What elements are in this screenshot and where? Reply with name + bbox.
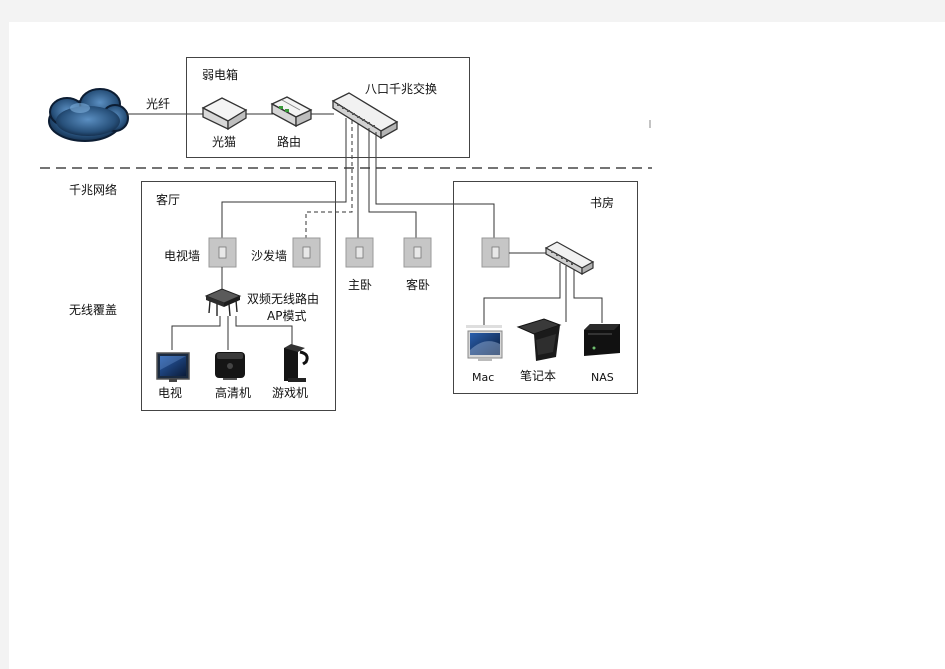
optical-modem-icon xyxy=(201,97,248,131)
router-icon xyxy=(270,96,313,128)
nas-label: NAS xyxy=(591,371,614,384)
game-console-icon xyxy=(284,344,309,382)
tv-wall-label: 电视墙 xyxy=(164,249,201,263)
wall-socket-guest-icon xyxy=(403,237,432,268)
study-switch-icon xyxy=(544,241,595,276)
wireless-coverage-label: 无线覆盖 xyxy=(69,303,118,317)
laptop-icon xyxy=(516,318,562,361)
wall-socket-sofa-icon xyxy=(292,237,321,268)
study-label: 书房 xyxy=(590,196,615,210)
game-console-label: 游戏机 xyxy=(272,386,309,400)
ap-label-line1: 双频无线路由 xyxy=(247,292,320,306)
hd-player-label: 高清机 xyxy=(215,386,252,400)
guest-bedroom-label: 客卧 xyxy=(406,278,431,292)
study-box xyxy=(453,181,638,394)
ap-router-icon xyxy=(204,288,242,317)
weak-current-box xyxy=(186,57,470,158)
fiber-label: 光纤 xyxy=(146,97,171,111)
gigabit-network-label: 千兆网络 xyxy=(69,183,118,197)
internet-cloud-icon xyxy=(48,88,129,142)
nas-icon xyxy=(584,324,620,356)
weak-box-label: 弱电箱 xyxy=(202,68,239,82)
hd-player-icon xyxy=(215,352,245,380)
living-room-box xyxy=(141,181,336,411)
master-bedroom-label: 主卧 xyxy=(348,278,373,292)
wall-socket-master-icon xyxy=(345,237,374,268)
tv-label: 电视 xyxy=(158,386,183,400)
mac-label: Mac xyxy=(472,371,495,384)
tv-icon xyxy=(156,352,190,382)
wall-socket-tv-icon xyxy=(208,237,237,268)
router-label: 路由 xyxy=(277,135,302,149)
living-room-label: 客厅 xyxy=(156,193,181,207)
modem-label: 光猫 xyxy=(212,135,237,149)
sofa-wall-label: 沙发墙 xyxy=(251,249,288,263)
ap-label-line2: AP模式 xyxy=(267,309,307,323)
switch8-label: 八口千兆交换 xyxy=(365,82,438,96)
wall-socket-study-icon xyxy=(481,237,510,268)
mac-icon xyxy=(466,325,503,361)
laptop-label: 笔记本 xyxy=(520,369,557,383)
